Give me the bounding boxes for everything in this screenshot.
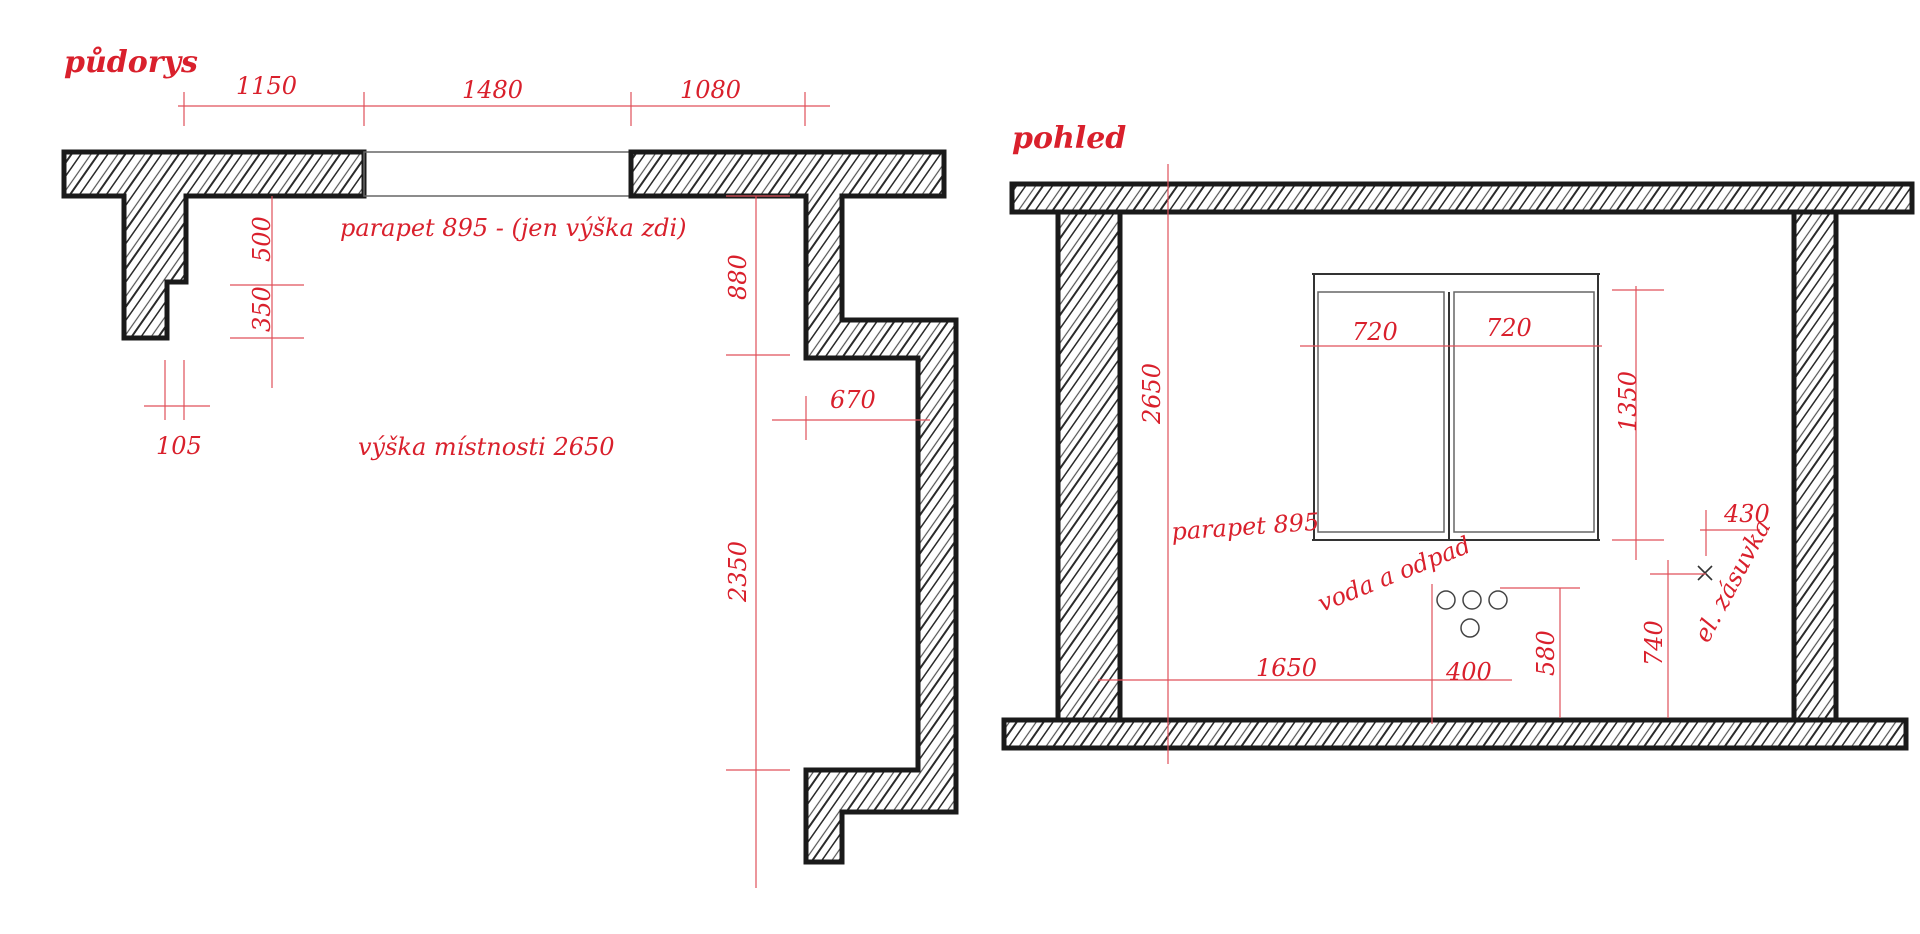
left-wall-elevation bbox=[1055, 209, 1123, 723]
wall-right-top bbox=[628, 149, 959, 865]
dim-740: 740 bbox=[1640, 620, 1668, 666]
dim-2350: 2350 bbox=[724, 541, 752, 603]
dim-400: 400 bbox=[1445, 658, 1492, 686]
window-elevation bbox=[1312, 273, 1600, 541]
dim-2650: 2650 bbox=[1138, 363, 1166, 425]
note-parapet-elevation: parapet 895 bbox=[1170, 508, 1320, 546]
dim-1080: 1080 bbox=[680, 76, 741, 104]
dim-1150: 1150 bbox=[236, 72, 297, 100]
socket-symbol bbox=[1697, 565, 1713, 581]
water-drain-symbol bbox=[1436, 590, 1508, 638]
dim-500: 500 bbox=[248, 216, 276, 262]
dim-right-vertical bbox=[726, 195, 930, 888]
elevation: pohled 2650 720 720 bbox=[1001, 121, 1915, 764]
floorplan-title: půdorys bbox=[64, 45, 198, 80]
dim-350: 350 bbox=[248, 286, 276, 332]
note-parapet-plan: parapet 895 - (jen výška zdi) bbox=[340, 214, 687, 242]
note-socket: el. zásuvka bbox=[1689, 515, 1777, 647]
note-room-height: výška místnosti 2650 bbox=[358, 433, 615, 461]
dim-1650: 1650 bbox=[1256, 654, 1317, 682]
floor-slab bbox=[1001, 717, 1909, 751]
elevation-title: pohled bbox=[1012, 121, 1126, 156]
window-sash-right bbox=[1453, 291, 1595, 533]
dim-1350: 1350 bbox=[1614, 371, 1642, 432]
dim-580: 580 bbox=[1532, 630, 1560, 676]
dim-880: 880 bbox=[724, 254, 752, 300]
dim-720-right: 720 bbox=[1486, 314, 1532, 342]
floorplan: půdorys 1150 1480 1080 parapet 895 - (je… bbox=[61, 45, 959, 888]
dim-1480: 1480 bbox=[462, 76, 523, 104]
dim-720-left: 720 bbox=[1352, 318, 1398, 346]
dim-stub-vertical bbox=[230, 196, 304, 388]
wall-left-top bbox=[61, 149, 367, 341]
window-sash-left bbox=[1317, 291, 1445, 533]
dim-socket bbox=[1650, 510, 1760, 718]
dim-window-height bbox=[1612, 286, 1664, 560]
top-dimension-chain bbox=[178, 92, 830, 126]
dim-430: 430 bbox=[1723, 500, 1770, 528]
ceiling-slab bbox=[1009, 181, 1915, 215]
dim-water-position bbox=[1098, 584, 1580, 724]
window-opening-plan bbox=[363, 151, 632, 197]
dim-stub-width bbox=[144, 360, 210, 420]
right-wall-elevation bbox=[1791, 209, 1839, 723]
dim-670: 670 bbox=[830, 386, 876, 414]
dim-105: 105 bbox=[156, 432, 202, 460]
